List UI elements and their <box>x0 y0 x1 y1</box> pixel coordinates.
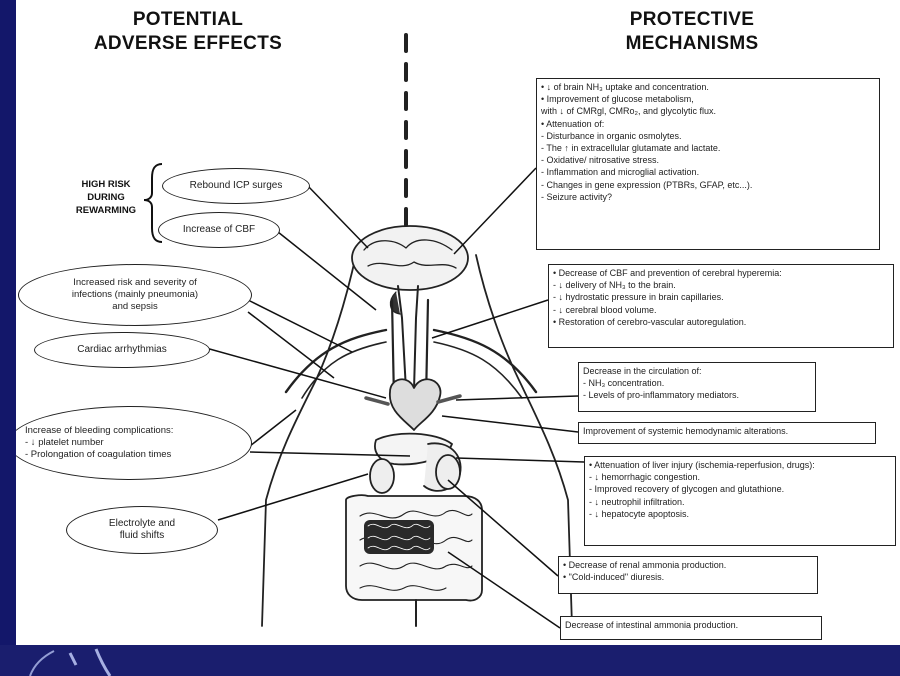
intestinal-box: Decrease of intestinal ammonia productio… <box>560 616 822 640</box>
hemodynamic-box: Improvement of systemic hemodynamic alte… <box>578 422 876 444</box>
body-outline <box>262 255 356 626</box>
heart-shape <box>390 379 441 430</box>
left-header: POTENTIAL ADVERSE EFFECTS <box>58 8 318 56</box>
right-header: PROTECTIVE MECHANISMS <box>572 8 812 56</box>
liver-mechanisms-box: • Attenuation of liver injury (ischemia-… <box>584 456 896 546</box>
rebound-icp-oval: Rebound ICP surges <box>162 168 310 204</box>
brain-shape <box>352 226 468 290</box>
footer-decoration <box>20 645 140 676</box>
circulation-box: Decrease in the circulation of: - NH₃ co… <box>578 362 816 412</box>
high-risk-label: HIGH RISK DURING REWARMING <box>56 178 156 217</box>
brainstem <box>398 286 418 390</box>
bleeding-oval: Increase of bleeding complications: - ↓ … <box>16 406 252 480</box>
brain-mechanisms-box: • ↓ of brain NH₃ uptake and concentratio… <box>536 78 880 250</box>
electrolyte-oval: Electrolyte and fluid shifts <box>66 506 218 554</box>
renal-box: • Decrease of renal ammonia production. … <box>558 556 818 594</box>
slide-left-band <box>0 0 16 676</box>
diagram-panel: POTENTIAL ADVERSE EFFECTS PROTECTIVE MEC… <box>16 0 900 645</box>
increase-cbf-oval: Increase of CBF <box>158 212 280 248</box>
cbf-mechanisms-box: • Decrease of CBF and prevention of cere… <box>548 264 894 348</box>
arrhythmias-oval: Cardiac arrhythmias <box>34 332 210 368</box>
infections-oval: Increased risk and severity of infection… <box>18 264 252 326</box>
